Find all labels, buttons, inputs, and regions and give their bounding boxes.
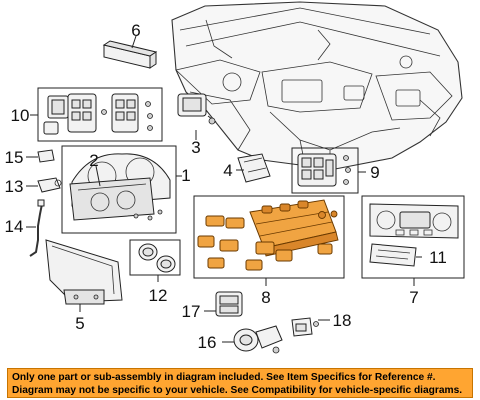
callout-4: 4 — [223, 161, 232, 180]
callout-9: 9 — [370, 163, 379, 182]
part-6-trim-strip — [102, 40, 158, 69]
part-1-box — [61, 145, 177, 234]
callout-18: 18 — [333, 311, 352, 330]
part-8-climate-control-assembly — [197, 199, 339, 271]
part-9-box — [291, 147, 359, 194]
part-12-knobs — [138, 243, 176, 273]
part-18-bracket — [291, 317, 319, 337]
part-8-box — [193, 195, 345, 279]
parts-diagram: 6 10 3 4 — [5, 1, 465, 354]
callout-14: 14 — [5, 217, 24, 236]
part-16-ignition-switch — [233, 325, 283, 354]
callout-17: 17 — [182, 302, 201, 321]
disclaimer-line-2: Diagram may not be specific to your vehi… — [12, 385, 463, 396]
callout-11: 11 — [429, 248, 447, 267]
disclaimer-banner: Only one part or sub-assembly in diagram… — [7, 368, 473, 398]
callout-7: 7 — [409, 288, 418, 307]
callout-12: 12 — [149, 286, 168, 305]
callout-10: 10 — [11, 106, 30, 125]
callout-6: 6 — [131, 21, 140, 40]
callout-15: 15 — [5, 148, 24, 167]
part-9-switch-panel — [297, 153, 351, 187]
disclaimer-line-1: Only one part or sub-assembly in diagram… — [12, 372, 436, 383]
dashboard-assembly — [171, 1, 463, 171]
callout-1: 1 — [181, 166, 190, 185]
part-4-bracket — [237, 153, 271, 183]
part-1-instrument-cluster — [69, 153, 171, 221]
part-7-control-panel — [369, 203, 459, 239]
part-17-switch — [215, 291, 243, 317]
callout-13: 13 — [5, 177, 24, 196]
callout-5: 5 — [75, 314, 84, 333]
callout-3: 3 — [191, 138, 200, 157]
part-12-box — [129, 239, 181, 276]
part-14-cable — [29, 199, 45, 257]
part-15-clip — [37, 149, 55, 163]
part-7-box — [361, 195, 465, 279]
part-13-sensor — [37, 177, 62, 193]
callout-8: 8 — [261, 288, 270, 307]
callout-2: 2 — [89, 151, 98, 170]
part-3-switch — [177, 93, 217, 125]
part-10-switch-panels — [43, 93, 153, 135]
callout-16: 16 — [198, 333, 217, 352]
part-11-panel — [369, 243, 417, 267]
part-5-display — [45, 239, 123, 305]
